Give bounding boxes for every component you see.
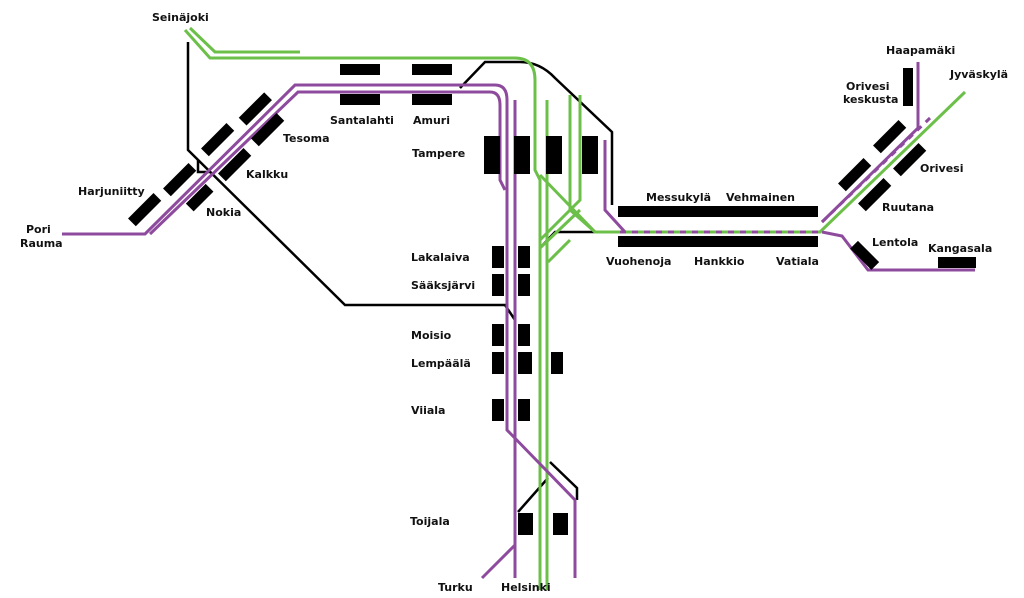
label-nokia: Nokia	[206, 206, 241, 219]
label-harjuniitty: Harjuniitty	[78, 185, 145, 198]
track-tampere-east	[459, 60, 614, 205]
label-viiala: Viiala	[411, 404, 445, 417]
label-ruutana: Ruutana	[882, 201, 934, 214]
label-haapamaki: Haapamäki	[886, 44, 955, 57]
line-pori	[62, 83, 577, 578]
line-seinajoki-2	[188, 26, 300, 54]
station-platforms	[128, 64, 976, 535]
label-vehmainen: Vehmainen	[726, 191, 795, 204]
line-tampere-east	[603, 140, 627, 234]
label-kangasala: Kangasala	[928, 242, 992, 255]
line-seinajoki	[183, 29, 542, 590]
shared-track-dashes-orivesi	[820, 116, 932, 224]
label-orivesi: Orivesi	[920, 162, 964, 175]
label-orivesi-keskusta-1: Orivesi	[846, 80, 890, 93]
label-tampere: Tampere	[412, 147, 465, 160]
line-tampere-east-2	[538, 95, 597, 242]
label-moisio: Moisio	[411, 329, 452, 342]
label-vuohenoja: Vuohenoja	[606, 255, 671, 268]
label-turku: Turku	[438, 581, 473, 594]
green-lines	[183, 26, 967, 590]
label-jyvaskyla: Jyväskylä	[949, 68, 1008, 81]
label-pori: Pori	[26, 223, 51, 236]
label-lempaala: Lempäälä	[411, 357, 471, 370]
label-lakalaiva: Lakalaiva	[411, 251, 470, 264]
label-amuri: Amuri	[413, 114, 450, 127]
label-santalahti: Santalahti	[330, 114, 394, 127]
label-helsinki: Helsinki	[501, 581, 551, 594]
label-orivesi-keskusta-2: keskusta	[843, 93, 898, 106]
label-toijala: Toijala	[410, 515, 450, 528]
label-messukyla: Messukylä	[646, 191, 711, 204]
label-hankkio: Hankkio	[694, 255, 745, 268]
label-tesoma: Tesoma	[283, 132, 330, 145]
label-saaksjarvi: Sääksjärvi	[411, 279, 475, 292]
label-lentola: Lentola	[872, 236, 918, 249]
label-seinajoki: Seinäjoki	[152, 11, 209, 24]
track-toijala	[517, 461, 579, 513]
label-vatiala: Vatiala	[776, 255, 819, 268]
line-pori-2	[148, 90, 517, 578]
line-turku	[480, 543, 517, 580]
label-rauma: Rauma	[20, 237, 63, 250]
label-kalkku: Kalkku	[246, 168, 288, 181]
station-labels: Seinäjoki Haapamäki Jyväskylä Orivesi ke…	[20, 11, 1008, 594]
line-helsinki-branch	[538, 208, 582, 264]
